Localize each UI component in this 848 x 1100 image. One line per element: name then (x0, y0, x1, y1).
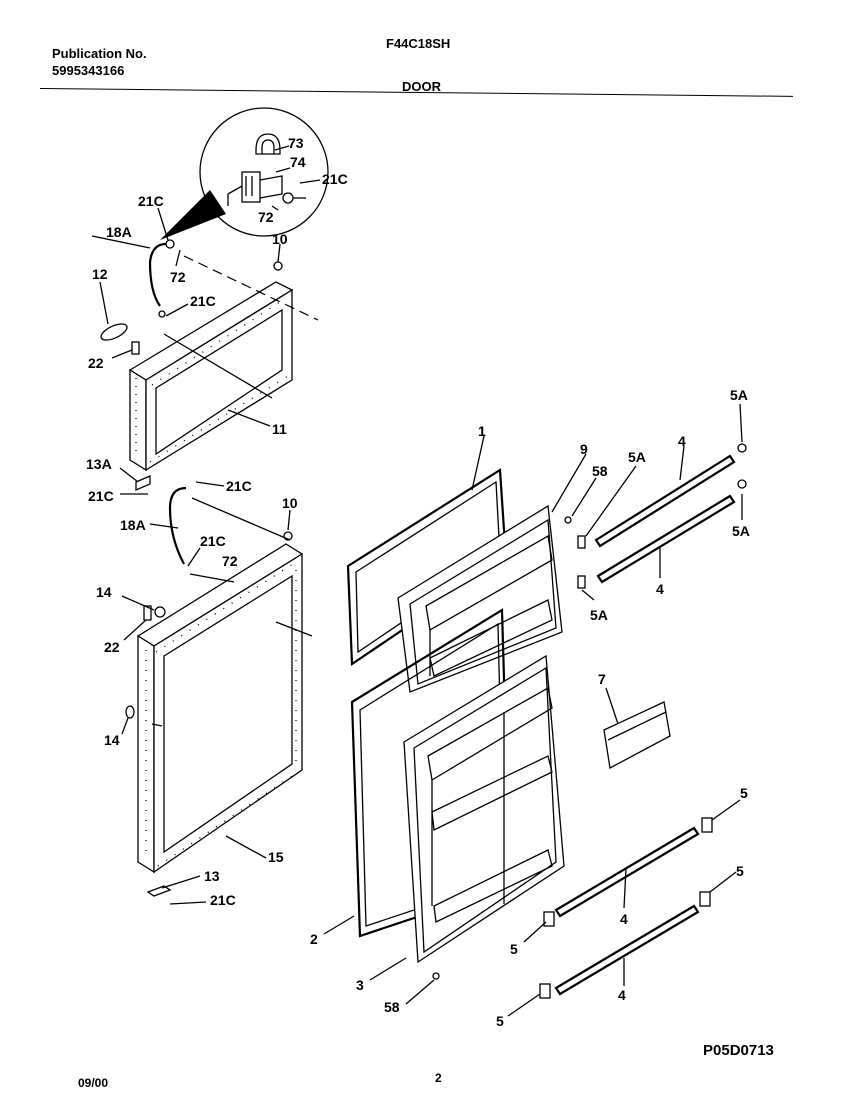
callout-13: 13 (204, 868, 220, 884)
callout-3: 3 (356, 977, 364, 993)
part-13-bracket (146, 885, 172, 897)
part-73-clip-inner (261, 139, 275, 154)
callout-4-bottom: 4 (618, 987, 626, 1003)
callout-5-right-upper: 5 (740, 785, 748, 801)
callout-5-right-lower: 5 (736, 863, 744, 879)
callout-13a: 13A (86, 456, 112, 472)
part-74-hinge-detail (227, 176, 253, 206)
callout-22-upper: 22 (88, 355, 104, 371)
callout-5a-top-right: 5A (730, 387, 748, 403)
trim-strips (554, 454, 736, 996)
part-14-lower-bumper (125, 705, 135, 719)
callout-72-upper: 72 (170, 269, 186, 285)
callout-72-lower: 72 (222, 553, 238, 569)
callout-labels: 73 74 21C 72 21C 18A 72 10 12 21C 22 11 … (86, 135, 750, 1029)
part-13a-bracket (135, 475, 151, 491)
detail-pointer (160, 190, 226, 240)
callout-21c-mid: 21C (190, 293, 216, 309)
part-73-clip (255, 133, 281, 155)
model-number: F44C18SH (386, 36, 451, 51)
detail-inset (160, 107, 329, 240)
callout-5-left-lower: 5 (496, 1013, 504, 1029)
callout-72-detail: 72 (258, 209, 274, 225)
callout-5a-lower: 5A (590, 607, 608, 623)
trim-end-caps (539, 443, 747, 999)
callout-21c-lower: 21C (200, 533, 226, 549)
diagram-code: P05D0713 (703, 1042, 774, 1059)
callout-22-lower: 22 (104, 639, 120, 655)
publication-number: 5995343166 (52, 63, 125, 78)
callout-21c-top: 21C (138, 193, 164, 209)
callout-7: 7 (598, 671, 606, 687)
callout-4-third: 4 (620, 911, 628, 927)
callout-58-lower: 58 (384, 999, 400, 1015)
part-9-freezer-liner (397, 504, 563, 693)
publication-label: Publication No. (52, 46, 147, 61)
part-14-upper-bumper (154, 606, 166, 618)
callout-74: 74 (290, 154, 306, 170)
part-58-upper-screw (564, 516, 572, 524)
part-18a-upper-wire (148, 242, 167, 307)
alignment-dash-upper (183, 255, 319, 321)
callout-4-second: 4 (656, 581, 664, 597)
callout-14-lower: 14 (104, 732, 120, 748)
callout-73: 73 (288, 135, 304, 151)
leader-lines (91, 207, 743, 1017)
part-3-fresh-food-liner (403, 654, 565, 964)
callout-5a-upper: 5A (628, 449, 646, 465)
part-18a-lower-wire (168, 486, 187, 565)
section-title: DOOR (402, 79, 441, 94)
callout-18a-upper: 18A (106, 224, 132, 240)
callout-18a-lower: 18A (120, 517, 146, 533)
freezer-door-frame (128, 281, 294, 472)
part-12-plug (100, 323, 128, 341)
callout-10-upper: 10 (272, 231, 288, 247)
callout-9: 9 (580, 441, 588, 457)
part-22-screw-upper (131, 341, 140, 355)
part-22-screw-lower (143, 605, 152, 621)
part-72-bracket (259, 175, 283, 199)
callout-15: 15 (268, 849, 284, 865)
callout-10-lower: 10 (282, 495, 298, 511)
callout-21c-13a: 21C (88, 488, 114, 504)
part-10-lower (283, 531, 293, 541)
callout-21c-upper-right: 21C (226, 478, 252, 494)
callout-2: 2 (310, 931, 318, 947)
callout-58-upper: 58 (592, 463, 608, 479)
callout-5-left-upper: 5 (510, 941, 518, 957)
part-21c-screw-detail (282, 192, 294, 204)
callout-14-upper: 14 (96, 584, 112, 600)
page-number: 2 (435, 1071, 442, 1085)
detail-circle (199, 107, 329, 237)
part-58-lower-screw (432, 972, 440, 980)
part-74-hinge (241, 171, 261, 203)
callout-21c-bottom: 21C (210, 892, 236, 908)
fresh-food-door-frame (136, 543, 304, 874)
callout-4-top: 4 (678, 433, 686, 449)
callout-1: 1 (478, 423, 486, 439)
callout-5a-right: 5A (732, 523, 750, 539)
callout-12: 12 (92, 266, 108, 282)
callout-11: 11 (272, 421, 287, 437)
callout-21c-detail: 21C (322, 171, 348, 187)
footer-date: 09/00 (78, 1076, 109, 1090)
part-10-upper (273, 261, 283, 271)
